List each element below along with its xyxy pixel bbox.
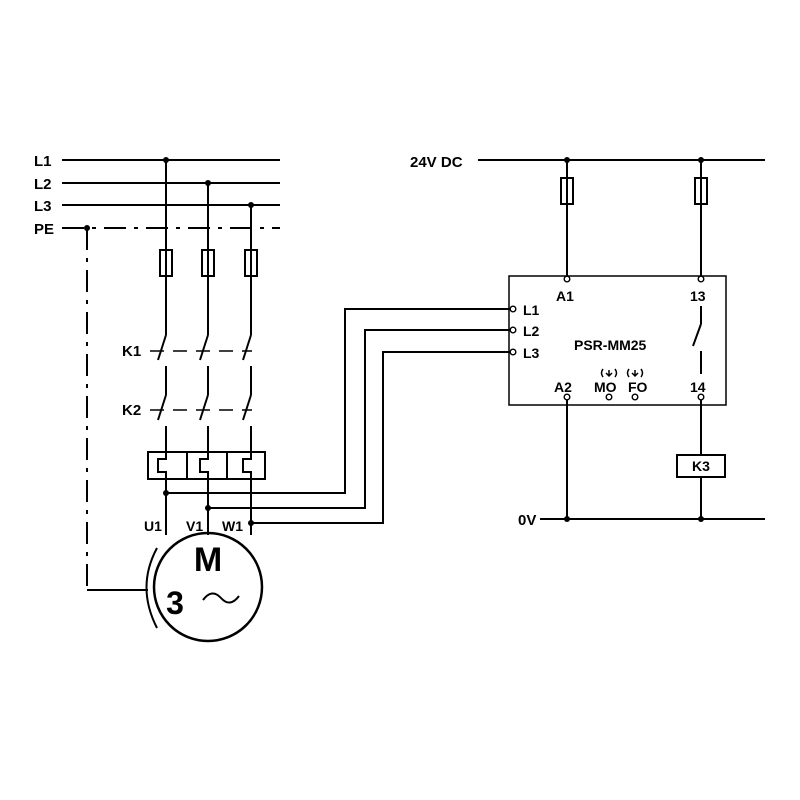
fuse-13 [694,177,708,205]
label-14: 14 [690,379,706,395]
overload-relay [147,451,266,480]
mo-indicator-icon [600,368,618,378]
label-l1: L1 [34,153,52,170]
label-k3: K3 [692,458,710,474]
label-in-l1: L1 [523,302,540,318]
dc-supply: 24V DC [410,154,765,279]
motor-letter: M [194,541,222,579]
relay-psr-mm25: A1 13 L1 L2 L3 PSR-MM25 A2 MO FO 14 [508,275,727,406]
label-v1: V1 [186,518,203,534]
phase-conductors: K1 K2 [122,157,266,535]
label-w1: W1 [222,518,243,534]
three-phase-supply: L1 L2 L3 PE [34,153,280,238]
fuse-l1 [159,249,173,277]
motor-phase-count: 3 [166,585,184,621]
motor-symbol: M 3 [145,531,264,643]
label-k2: K2 [122,402,141,419]
label-fo: FO [628,379,648,395]
fo-indicator-icon [626,368,644,378]
contactor-k2 [150,394,252,452]
label-l2: L2 [34,176,52,193]
fuse-a1 [560,177,574,205]
control-output: K3 0V [518,400,765,529]
label-mo: MO [594,379,617,395]
pe-conductor [84,225,148,591]
label-24v-dc: 24V DC [410,154,463,171]
label-0v: 0V [518,512,536,529]
label-in-l2: L2 [523,323,540,339]
label-l3: L3 [34,198,52,215]
label-a2: A2 [554,379,572,395]
relay-model: PSR-MM25 [574,337,647,353]
label-u1: U1 [144,518,162,534]
ac-symbol-icon [202,592,240,604]
label-k1: K1 [122,343,141,360]
label-pe: PE [34,221,54,238]
label-in-l3: L3 [523,345,540,361]
label-a1: A1 [556,288,574,304]
label-13: 13 [690,288,706,304]
fuse-l2 [201,249,215,277]
measurement-wires [166,308,511,524]
contactor-k1 [150,334,252,395]
fuse-l3 [244,249,258,277]
